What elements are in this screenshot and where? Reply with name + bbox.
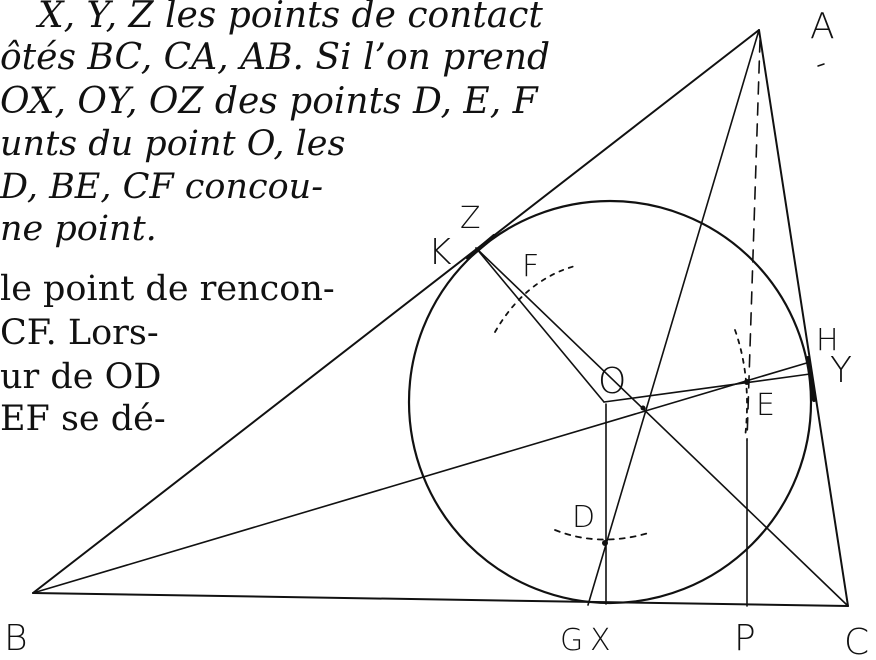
cevian-ad [587, 29, 760, 606]
arc-f [494, 265, 576, 333]
text-line-8: CF. Lors- [0, 313, 159, 353]
label-h: H [816, 323, 839, 358]
label-p: P [734, 618, 756, 659]
text-line-3: OX, OY, OZ des points D, E, F [0, 81, 538, 122]
point-intersection [640, 405, 646, 411]
label-z: Z [460, 201, 481, 236]
altitude-dashed [746, 39, 761, 441]
tick-z [466, 234, 496, 260]
label-y: Y [830, 350, 852, 391]
tangency-ticks [466, 234, 816, 402]
point-e [744, 379, 750, 385]
text-line-7: le point de rencon- [0, 269, 335, 309]
label-b: B [4, 618, 28, 659]
label-k: K [428, 232, 452, 273]
tick-y [806, 356, 816, 402]
cevian-be [32, 361, 811, 594]
text-line-10: EF se dé- [0, 399, 166, 439]
triangle-abc [32, 29, 849, 607]
text-line-2: ôtés BC, CA, AB. Si l’on prend [0, 37, 551, 78]
label-g: G [560, 623, 583, 658]
arc-d [554, 529, 653, 541]
label-x: X [590, 623, 611, 658]
text-line-5: D, BE, CF concou- [0, 167, 324, 207]
radius-oz [475, 247, 605, 403]
radii [475, 247, 811, 605]
incircle [407, 199, 813, 605]
label-o: O [598, 361, 626, 402]
text-line-9: ur de OD [0, 357, 162, 397]
label-f: F [522, 249, 539, 284]
label-a: A [810, 6, 835, 47]
text-line-1: X, Y, Z les points de contact [38, 0, 543, 36]
side-ab [32, 29, 760, 594]
side-bc [32, 592, 849, 607]
label-d: D [572, 500, 595, 535]
cevian-cf [475, 247, 849, 607]
point-d [602, 540, 608, 546]
radius-oy [603, 373, 811, 403]
label-e: E [756, 388, 775, 423]
label-c: C [844, 622, 869, 660]
stray-mark [817, 63, 825, 67]
text-line-6: ne point. [0, 209, 157, 249]
cevians [32, 29, 849, 607]
side-ac [758, 29, 849, 607]
text-line-4: unts du point O, les [0, 124, 346, 164]
